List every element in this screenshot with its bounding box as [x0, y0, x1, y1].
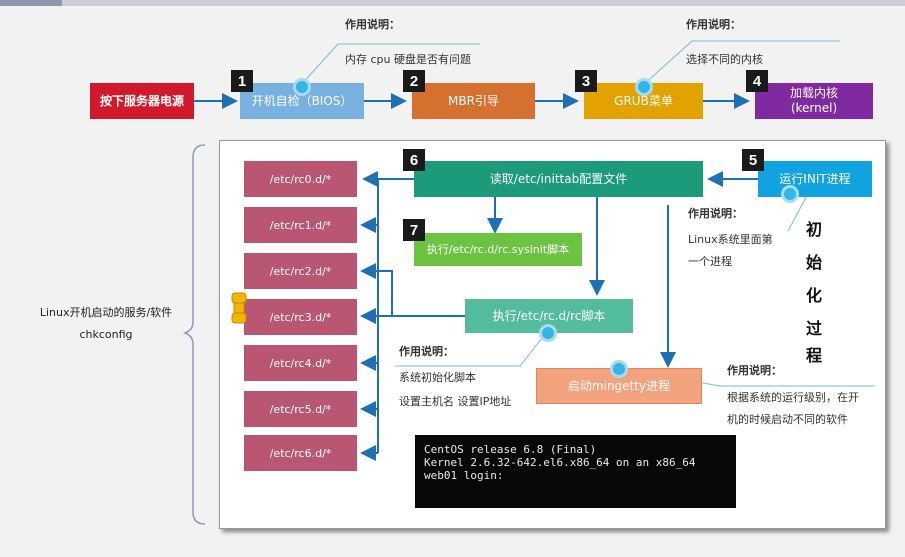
mbr-step: MBR引导 — [412, 83, 535, 119]
run-init-step: 运行INIT进程 — [758, 161, 872, 197]
note5-line2: 机的时候启动不同的软件 — [727, 413, 848, 426]
vertical-label-char-5: 程 — [806, 346, 823, 365]
top-bar-accent — [0, 0, 62, 6]
side-label: Linux开机启动的服务/软件 chkconfig — [22, 304, 190, 341]
note1-leader — [299, 43, 480, 87]
note2-leader — [641, 40, 840, 87]
sysinit-label: 执行/etc/rc.d/rc.sysinit脚本 — [426, 243, 570, 256]
terminal-line-2: Kernel 2.6.32-642.el6.x86_64 on an x86_6… — [424, 456, 696, 469]
note5-marker — [610, 360, 628, 378]
current-runlevel-marker-icon — [231, 292, 247, 324]
note3-marker — [781, 185, 799, 203]
note1-title: 作用说明： — [345, 18, 400, 31]
note2-marker — [635, 78, 653, 96]
vertical-label-char-2: 始 — [806, 253, 823, 272]
mingetty-label: 启动mingetty进程 — [567, 378, 671, 393]
note4-title: 作用说明： — [399, 345, 454, 358]
grub-label: GRUB菜单 — [614, 93, 673, 108]
runlevel-rc0: /etc/rc0.d/* — [244, 161, 357, 197]
note3-line1: Linux系统里面第 — [688, 233, 773, 246]
runlevel-rc5: /etc/rc5.d/* — [244, 391, 357, 427]
step-number-3: 3 — [575, 70, 597, 92]
runlevel-rc4: /etc/rc4.d/* — [244, 345, 357, 381]
vertical-label-char-3: 化 — [806, 286, 823, 305]
kernel-label-2: (kernel) — [790, 101, 838, 115]
note5-line1: 根据系统的运行级别，在开 — [727, 391, 859, 404]
runlevel-rc2: /etc/rc2.d/* — [244, 253, 357, 289]
step-number-2: 2 — [403, 70, 425, 92]
power-button-step: 按下服务器电源 — [90, 83, 194, 119]
side-label-line2: chkconfig — [79, 328, 133, 341]
read-inittab-step: 读取/etc/inittab配置文件 — [414, 161, 703, 197]
vertical-label-char-4: 过 — [806, 319, 823, 338]
runlevel-rc1: /etc/rc1.d/* — [244, 207, 357, 243]
read-inittab-label: 读取/etc/inittab配置文件 — [489, 171, 628, 186]
sysinit-step: 执行/etc/rc.d/rc.sysinit脚本 — [414, 233, 582, 266]
run-init-label: 运行INIT进程 — [779, 171, 851, 186]
note1-marker — [293, 78, 311, 96]
kernel-step: 加载内核 (kernel) — [755, 83, 873, 119]
kernel-label-1: 加载内核 — [789, 86, 838, 100]
login-terminal: CentOS release 6.8 (Final)Kernel 2.6.32-… — [415, 435, 736, 508]
note4-line2: 设置主机名 设置IP地址 — [399, 395, 512, 408]
runlevel-rc6: /etc/rc6.d/* — [244, 435, 357, 471]
side-brace — [182, 144, 206, 525]
power-label: 按下服务器电源 — [99, 93, 184, 108]
rc-script-label: 执行/etc/rc.d/rc脚本 — [492, 308, 606, 323]
step-number-1: 1 — [231, 70, 253, 92]
top-bar — [0, 0, 905, 6]
note4-marker — [539, 324, 557, 342]
bios-label: 开机自检（BIOS） — [251, 93, 353, 108]
note1-text: 内存 cpu 硬盘是否有问题 — [345, 53, 471, 66]
rc-script-step: 执行/etc/rc.d/rc脚本 — [465, 299, 633, 333]
terminal-line-1: CentOS release 6.8 (Final) — [424, 443, 597, 456]
note2-text: 选择不同的内核 — [686, 53, 763, 66]
note2-title: 作用说明： — [686, 18, 741, 31]
terminal-login-prompt: web01 login: — [424, 469, 504, 482]
step-number-7: 7 — [403, 219, 425, 241]
step-number-6: 6 — [403, 149, 425, 171]
note4-line1: 系统初始化脚本 — [399, 371, 476, 384]
runlevel-rc3: /etc/rc3.d/* — [244, 299, 357, 335]
note5-title: 作用说明： — [727, 364, 782, 377]
step-number-5: 5 — [742, 149, 764, 171]
side-label-line1: Linux开机启动的服务/软件 — [39, 306, 173, 319]
note3-line2: 一个进程 — [688, 255, 732, 268]
note3-title: 作用说明： — [688, 207, 743, 220]
step-number-4: 4 — [746, 70, 768, 92]
vertical-label-char-1: 初 — [806, 220, 823, 239]
mbr-label: MBR引导 — [448, 93, 499, 108]
